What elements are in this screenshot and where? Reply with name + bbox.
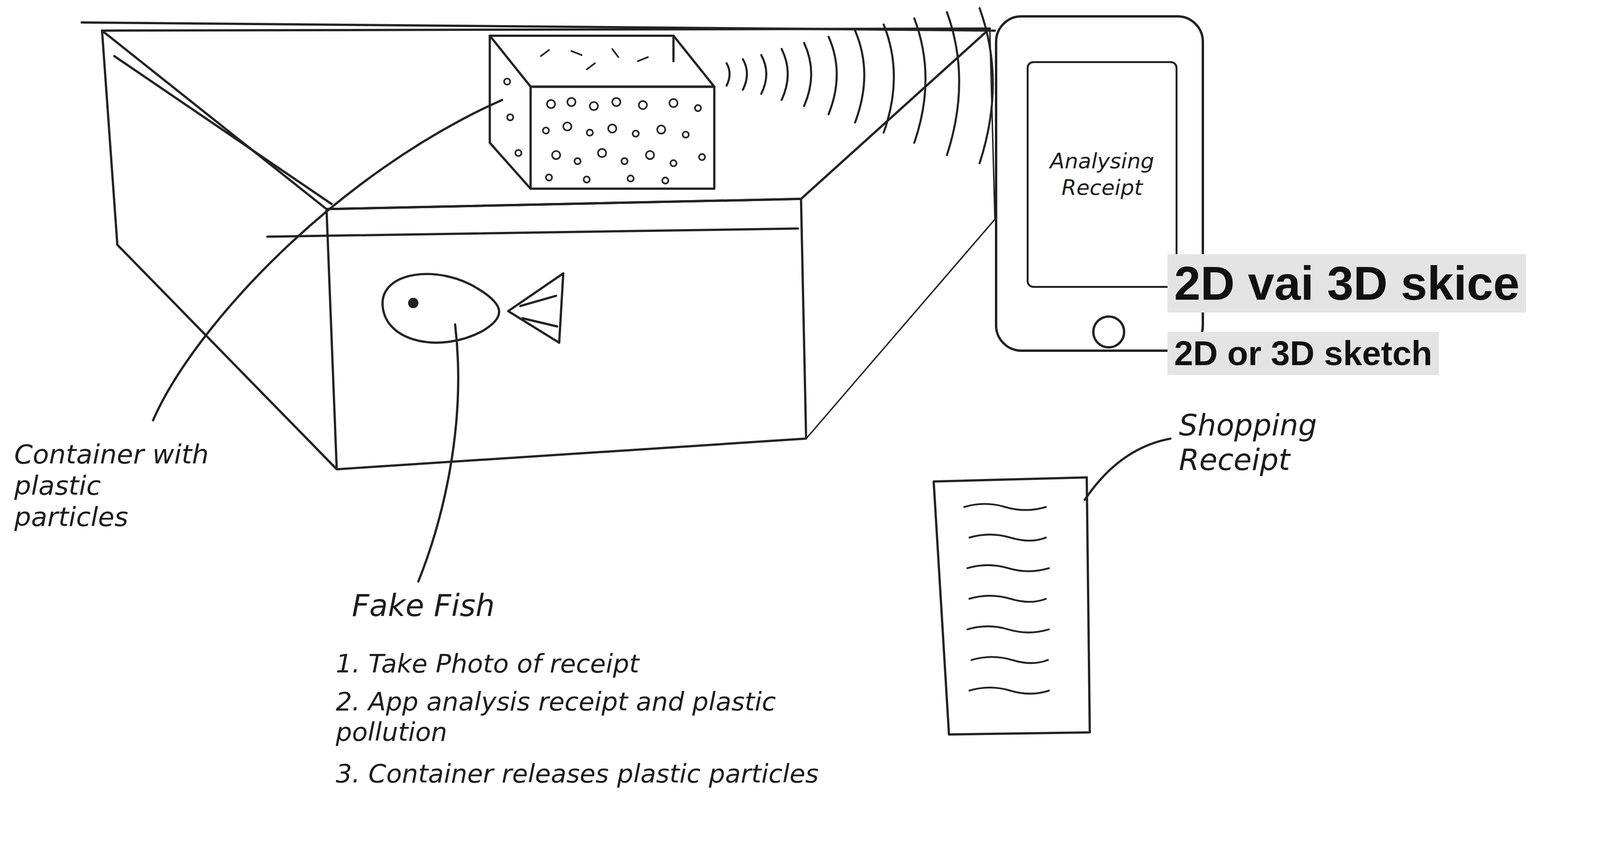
step-note: 1. Take Photo of receipt bbox=[335, 648, 867, 680]
shopping-receipt bbox=[933, 477, 1090, 735]
leader-line bbox=[1084, 438, 1171, 500]
wireless-signal bbox=[726, 8, 994, 164]
part-label: Fake Fish bbox=[351, 588, 618, 625]
overlay-subtitle: 2D or 3D sketch bbox=[1167, 331, 1439, 376]
screen-text: Analysing Receipt bbox=[1028, 147, 1176, 202]
leader-line bbox=[153, 100, 503, 421]
step-note: 2. App analysis receipt and plastic poll… bbox=[335, 686, 867, 747]
part-label: Shopping Receipt bbox=[1178, 407, 1388, 478]
step-note: 3. Container releases plastic particles bbox=[335, 758, 867, 790]
particle-container bbox=[489, 35, 715, 189]
leader-line bbox=[418, 324, 459, 582]
phone-screen: Analysing Receipt bbox=[1026, 61, 1178, 288]
fake-fish bbox=[382, 273, 564, 343]
overlay-title: 2D vai 3D skice bbox=[1167, 254, 1527, 313]
screen-text-group: Analysing Receipt bbox=[1028, 147, 1176, 202]
home-button bbox=[1092, 315, 1126, 349]
part-label: Container with plastic particles bbox=[14, 438, 223, 533]
fish-tank bbox=[81, 22, 995, 469]
